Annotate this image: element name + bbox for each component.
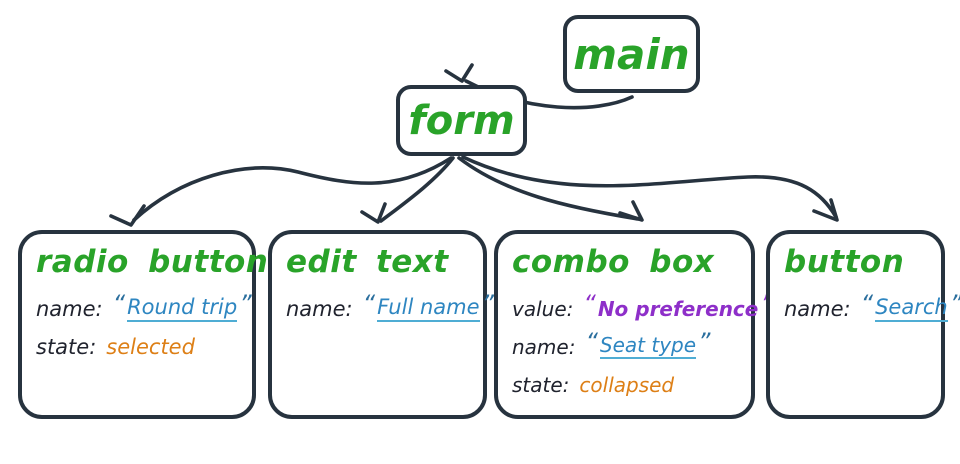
prop-value: Seat type	[599, 333, 697, 359]
edge-form-radio-button	[132, 156, 453, 222]
prop-value: collapsed	[579, 373, 675, 397]
prop-value: No preference	[597, 297, 759, 321]
node-button-title: button	[784, 244, 905, 280]
prop-key: name:	[36, 297, 103, 321]
combo-name-row: name: “Seat type”	[512, 328, 711, 359]
arrowhead-form-radio-button	[109, 204, 146, 227]
radio-name-row: name: “Round trip”	[36, 290, 252, 322]
button-name-row: name: “Search”	[784, 290, 960, 322]
combo-state-row: state: collapsed	[512, 366, 737, 404]
node-button: button name: “Search”	[766, 230, 960, 419]
node-combo-box: combo box value: “No preference” name: “…	[494, 230, 773, 419]
edge-form-combo-box	[457, 156, 640, 221]
edge-form-button	[461, 155, 838, 219]
prop-key: value:	[512, 297, 574, 321]
prop-value: selected	[106, 334, 195, 359]
prop-value: Full name	[377, 296, 480, 322]
combo-value-row: value: “No preference”	[512, 290, 773, 321]
radio-state-row: state: selected	[36, 328, 238, 366]
node-radio-button-title: radio button	[36, 244, 269, 280]
node-form-label: form	[408, 97, 515, 144]
prop-value: Round trip	[127, 296, 238, 322]
prop-key: state:	[512, 373, 570, 397]
edit-name-row: name: “Full name”	[286, 290, 494, 322]
arrowhead-main-form	[444, 63, 474, 83]
node-main-label: main	[573, 29, 690, 79]
prop-key: name:	[784, 297, 851, 321]
arrowhead-form-combo-box	[618, 200, 644, 222]
node-edit-text-title: edit text	[286, 244, 449, 280]
prop-key: name:	[286, 297, 353, 321]
prop-key: name:	[512, 335, 576, 359]
prop-value: Search	[875, 296, 948, 322]
node-combo-box-title: combo box	[512, 244, 715, 280]
arrowhead-form-edit-text	[360, 202, 387, 224]
node-main: main	[563, 15, 700, 93]
node-form: form	[396, 85, 527, 156]
edge-form-edit-text	[379, 156, 455, 223]
node-edit-text: edit text name: “Full name”	[268, 230, 494, 419]
prop-key: state:	[36, 335, 97, 359]
arrowhead-form-button	[812, 198, 839, 222]
node-radio-button: radio button name: “Round trip” state: s…	[18, 230, 269, 419]
